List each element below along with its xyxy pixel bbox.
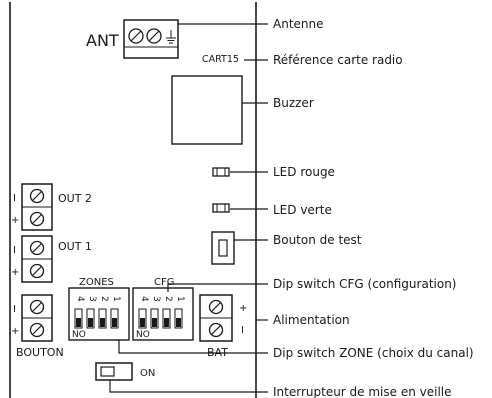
zones-dip-knob — [76, 318, 81, 327]
zones-dip-number: 3 — [87, 296, 97, 302]
cfg-dip-number: 4 — [139, 296, 149, 302]
cfg-label: CFG — [154, 277, 174, 288]
bouton-plus-sign: + — [11, 326, 19, 337]
cfg-dip-number: 3 — [151, 296, 161, 302]
out2-label: OUT 2 — [58, 192, 92, 205]
zones-dip-knob — [100, 318, 105, 327]
led-red — [212, 167, 230, 177]
cfg-dip-number: 1 — [175, 296, 185, 302]
standby-on-label: ON — [140, 368, 155, 379]
callout-buzzer: Buzzer — [273, 96, 314, 110]
callout-dip-cfg: Dip switch CFG (configuration) — [273, 277, 457, 291]
out1-plus-sign: + — [11, 267, 19, 278]
antenna-terminal — [123, 19, 179, 59]
buzzer — [171, 75, 243, 145]
zones-label: ZONES — [79, 277, 114, 288]
cfg-dip-knob — [176, 318, 181, 327]
bat-terminal — [199, 294, 233, 342]
bouton-terminal — [21, 294, 53, 342]
leader-lines — [109, 23, 268, 393]
out1-terminal — [21, 235, 53, 283]
out1-label: OUT 1 — [58, 240, 92, 253]
callout-reference: Référence carte radio — [273, 53, 403, 67]
callout-dip-zone: Dip switch ZONE (choix du canal) — [273, 346, 474, 360]
callout-interrupteur: Interrupteur de mise en veille — [273, 385, 452, 398]
callout-led-rouge: LED rouge — [273, 165, 335, 179]
antenna-ground-icon — [166, 30, 176, 44]
leader-dip-cfg — [167, 283, 268, 292]
out2-minus-sign: I — [13, 193, 16, 204]
zones-dip-numbers: 4 3 2 1 — [75, 296, 121, 302]
board-outline — [9, 2, 257, 398]
out2-plus-sign: + — [11, 215, 19, 226]
zones-dip-number: 1 — [111, 296, 121, 302]
cfg-dip-knob — [152, 318, 157, 327]
ref-label: CART15 — [202, 54, 239, 65]
zones-dip-number: 4 — [75, 296, 85, 302]
test-button — [211, 231, 235, 265]
out1-minus-sign: I — [13, 245, 16, 256]
ant-label: ANT — [86, 31, 119, 50]
led-green — [212, 203, 230, 213]
zones-dip-knob — [112, 318, 117, 327]
callout-alimentation: Alimentation — [273, 313, 350, 327]
zones-dip-number: 2 — [99, 296, 109, 302]
bouton-minus-sign: I — [13, 304, 16, 315]
out2-terminal — [21, 183, 53, 231]
cfg-dip-number: 2 — [163, 296, 173, 302]
callout-led-verte: LED verte — [273, 203, 332, 217]
zones-dip-toggles — [74, 308, 119, 329]
callout-bouton-test: Bouton de test — [273, 233, 362, 247]
leader-dip-zone — [118, 340, 268, 354]
zones-dip-knob — [88, 318, 93, 327]
cfg-no-label: NO — [136, 330, 150, 340]
cfg-dip-toggles — [138, 308, 183, 329]
bat-plus-sign: + — [239, 303, 247, 314]
leader-interrupteur — [109, 380, 268, 393]
zones-no-label: NO — [72, 330, 86, 340]
bouton-label: BOUTON — [16, 346, 64, 359]
bat-minus-sign: I — [241, 325, 244, 336]
cfg-dip-numbers: 4 3 2 1 — [139, 296, 185, 302]
cfg-dip-knob — [140, 318, 145, 327]
standby-switch — [95, 362, 133, 381]
cfg-dip-knob — [164, 318, 169, 327]
callout-antenne: Antenne — [273, 17, 324, 31]
